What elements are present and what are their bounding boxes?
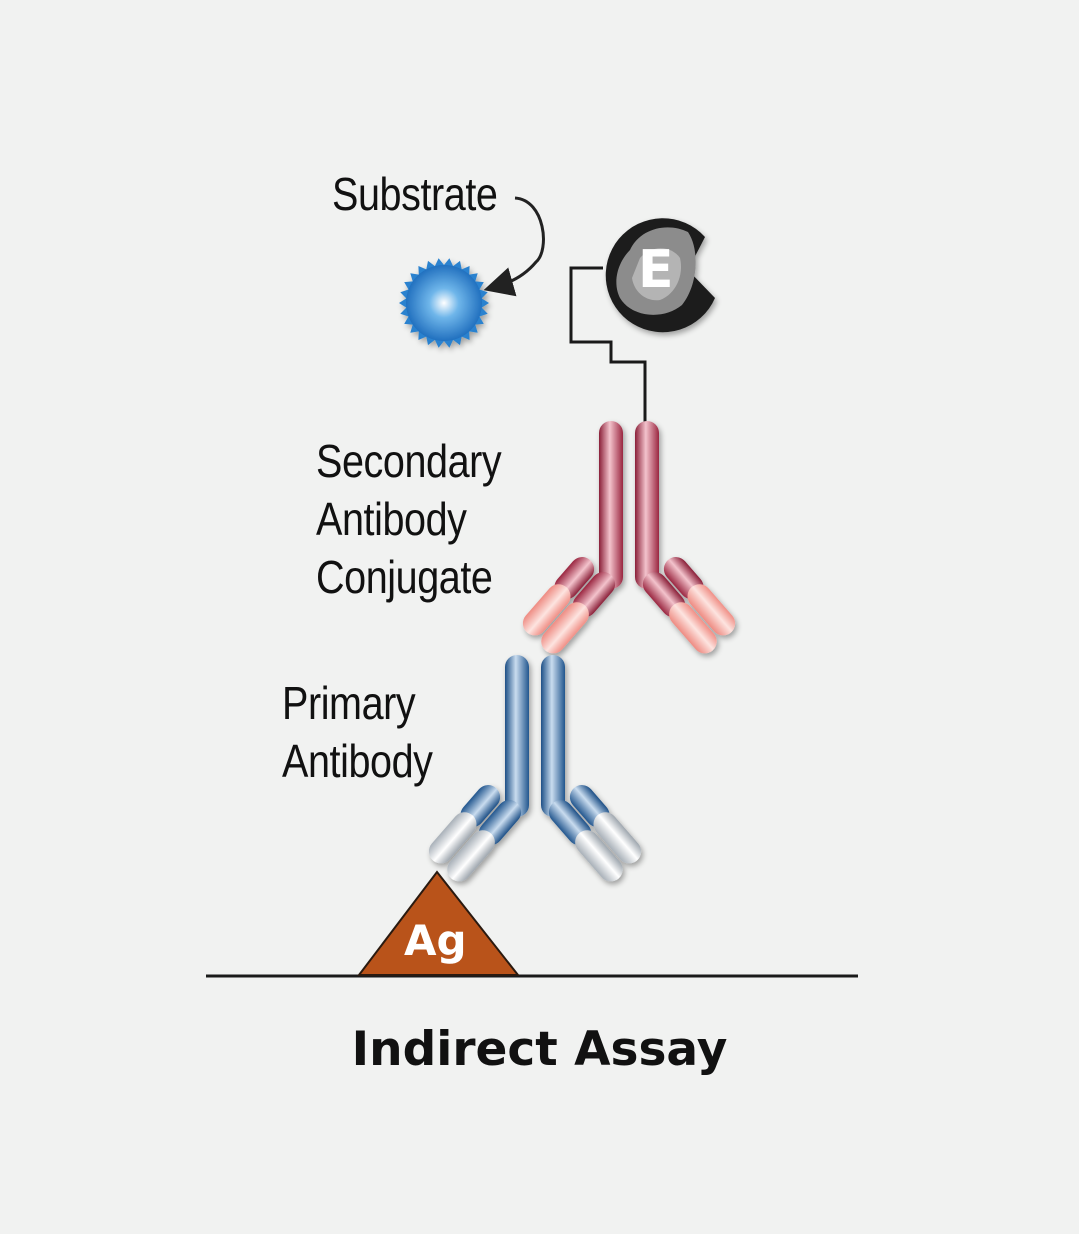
enzyme-letter: E [638, 240, 674, 300]
antigen-triangle [356, 870, 521, 976]
secondary-antibody-label-line1: Secondary [316, 435, 502, 487]
enzyme-linker [569, 266, 647, 426]
diagram-title: Indirect Assay [351, 1022, 728, 1077]
substrate-arrow [483, 196, 545, 297]
secondary-antibody-label-line3: Conjugate [316, 551, 493, 603]
substrate-molecule [399, 258, 489, 348]
substrate-label: Substrate [332, 168, 498, 220]
enzyme-disc [605, 218, 715, 333]
secondary-antibody-label-line2: Antibody [316, 493, 467, 545]
secondary-antibody [522, 421, 736, 654]
primary-antibody-label-line2: Antibody [282, 735, 433, 787]
antigen-label: Ag [404, 916, 467, 965]
primary-antibody [428, 655, 642, 882]
primary-antibody-label-line1: Primary [282, 677, 416, 729]
